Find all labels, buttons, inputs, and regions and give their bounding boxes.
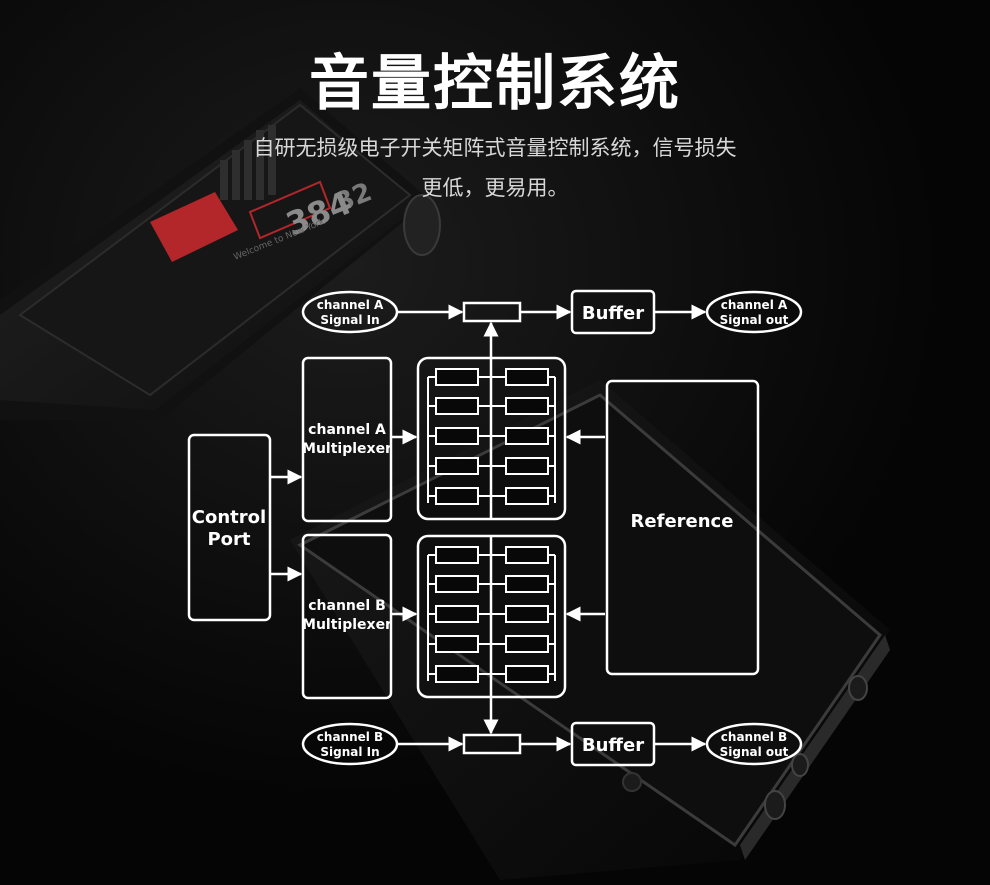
signal-arrows bbox=[270, 304, 707, 752]
channel-a-out-label-1: channel A bbox=[721, 298, 788, 312]
channel-b-output-node bbox=[705, 722, 803, 766]
control-port-label-2: Port bbox=[207, 529, 250, 550]
device-red-tile bbox=[150, 192, 238, 262]
resistor-ladder-a bbox=[427, 368, 556, 505]
channel-a-out-label-2: Signal out bbox=[720, 313, 789, 327]
control-port-box bbox=[187, 433, 272, 622]
page-subtitle: 自研无损级电子开关矩阵式音量控制系统，信号损失 更低，更易用。 bbox=[195, 128, 795, 208]
channel-b-in-label-1: channel B bbox=[317, 730, 383, 744]
channel-b-out-label-1: channel B bbox=[721, 730, 787, 744]
reference-label: Reference bbox=[631, 511, 734, 532]
page-title: 音量控制系统 bbox=[309, 49, 681, 119]
channel-a-mux-box bbox=[301, 356, 393, 523]
mux-b-label-1: channel B bbox=[308, 598, 386, 614]
channel-b-out-label-2: Signal out bbox=[720, 745, 789, 759]
channel-a-in-label-1: channel A bbox=[317, 298, 384, 312]
subtitle-line-1: 自研无损级电子开关矩阵式音量控制系统，信号损失 bbox=[253, 136, 737, 160]
reference-box bbox=[605, 379, 760, 676]
channel-b-in-label-2: Signal In bbox=[320, 745, 379, 759]
channel-a-attenuator bbox=[462, 301, 522, 323]
channel-b-mux-box bbox=[301, 533, 393, 700]
resistor-ladder-b bbox=[427, 546, 556, 683]
mux-a-label-1: channel A bbox=[308, 422, 386, 438]
buffer-a-label: Buffer bbox=[582, 303, 644, 324]
channel-a-in-label-2: Signal In bbox=[320, 313, 379, 327]
control-port-label-1: Control bbox=[192, 507, 266, 528]
mux-b-label-2: Multiplexer bbox=[302, 617, 392, 633]
subtitle-line-2: 更低，更易用。 bbox=[421, 176, 569, 200]
channel-a-output-node bbox=[705, 290, 803, 334]
buffer-b-label: Buffer bbox=[582, 735, 644, 756]
mux-a-label-2: Multiplexer bbox=[302, 441, 392, 457]
channel-b-attenuator bbox=[462, 733, 522, 755]
